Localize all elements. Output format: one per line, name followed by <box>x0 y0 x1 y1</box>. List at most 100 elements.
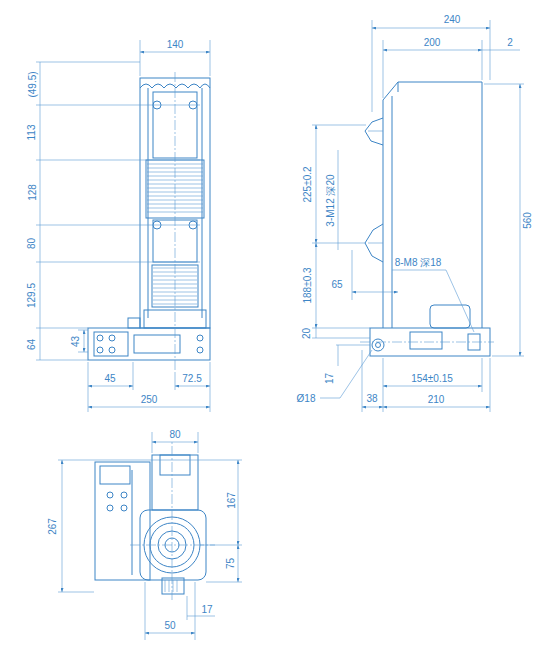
dimension-line <box>312 328 370 329</box>
dimension-line <box>338 150 339 250</box>
front-view <box>97 335 103 341</box>
dimension-line <box>88 362 89 412</box>
dimension-line <box>40 62 41 360</box>
bottom-view <box>132 470 133 575</box>
dimension-line <box>152 442 198 443</box>
side-view <box>410 332 442 349</box>
dimension-label: 240 <box>443 14 462 25</box>
dimension-line <box>210 362 211 412</box>
dimension-line <box>62 460 63 592</box>
dimension-line <box>383 358 384 412</box>
dimension-line <box>140 52 210 53</box>
dimension-line <box>352 292 398 293</box>
dimension-label: 80 <box>168 429 181 440</box>
dimension-line <box>195 616 215 617</box>
dimension-line <box>36 225 200 226</box>
dimension-line <box>492 356 524 357</box>
dimension-label: 45 <box>103 373 116 384</box>
dimension-line <box>78 330 88 331</box>
dimension-label: 188±0.3 <box>301 266 312 304</box>
dimension-label: 17 <box>200 604 213 615</box>
dimension-line <box>383 50 482 51</box>
dimension-label: 129.5 <box>27 281 38 308</box>
dimension-line <box>320 350 372 398</box>
dimension-line <box>210 40 211 76</box>
dimension-label: 50 <box>163 620 176 631</box>
dimension-line <box>78 352 88 353</box>
dimension-line <box>316 243 317 328</box>
dimension-line <box>36 105 200 106</box>
side-view <box>372 339 384 351</box>
front-view <box>197 335 203 341</box>
dimension-label: 225±0.2 <box>301 165 312 203</box>
dimension-line <box>336 345 370 346</box>
dimension-line <box>362 350 363 412</box>
bottom-view <box>173 580 174 592</box>
dimension-line <box>372 28 490 29</box>
front-view <box>94 332 128 356</box>
dimension-line <box>58 460 242 461</box>
bottom-view <box>177 580 178 592</box>
bottom-view <box>165 580 177 592</box>
side-view <box>392 96 393 328</box>
bottom-view <box>121 492 127 498</box>
dimension-line <box>145 582 146 640</box>
dimension-label: 2 <box>506 37 514 48</box>
dimension-line <box>238 460 239 545</box>
dimension-label: 8-M8 深18 <box>394 257 443 268</box>
dimension-line <box>198 432 199 453</box>
dimension-label: (49.5) <box>27 70 38 98</box>
dimension-line <box>312 20 524 412</box>
dimension-line <box>36 40 210 412</box>
dimension-label: 128 <box>27 183 38 202</box>
dimension-line <box>312 243 366 244</box>
bottom-view <box>172 430 173 600</box>
dimension-line <box>58 432 242 640</box>
front-view <box>109 335 115 341</box>
front-view <box>88 328 210 360</box>
bottom-view <box>100 466 130 484</box>
side-view <box>430 305 470 328</box>
dimension-line <box>484 84 524 85</box>
dimension-label: 267 <box>47 517 58 536</box>
bottom-view <box>169 580 170 592</box>
dimension-label: 113 <box>26 123 37 141</box>
bottom-view <box>107 492 113 498</box>
dimension-line <box>145 633 195 634</box>
dimension-line <box>206 582 242 583</box>
side-view <box>368 243 383 244</box>
dimension-line <box>383 386 482 387</box>
dimension-label: 20 <box>302 326 313 339</box>
dimension-line <box>520 84 521 356</box>
front-view <box>202 88 203 318</box>
dimension-label: 65 <box>330 279 343 290</box>
bottom-view <box>121 505 127 511</box>
bottom-view <box>152 455 198 510</box>
side-view <box>376 343 381 348</box>
dimension-line <box>36 160 200 161</box>
dimension-label: 200 <box>423 37 442 48</box>
dimension-line <box>316 125 317 243</box>
dimension-line <box>58 592 94 593</box>
dimension-line <box>36 262 200 263</box>
dimension-line <box>316 328 317 338</box>
dimension-line <box>392 270 474 332</box>
dimension-line <box>372 20 373 112</box>
side-view <box>398 82 399 92</box>
front-view <box>175 72 176 372</box>
side-view <box>383 82 482 328</box>
dimension-label: 43 <box>71 334 82 347</box>
front-view <box>97 347 103 353</box>
dimension-line <box>482 358 483 392</box>
side-view <box>365 224 383 262</box>
dimension-line <box>187 616 195 617</box>
dimension-line <box>88 386 133 387</box>
dimension-label: 167 <box>226 491 237 510</box>
dimension-line <box>482 50 520 51</box>
dimension-line <box>175 386 210 387</box>
dimension-line <box>482 40 483 80</box>
dimension-line <box>36 328 88 329</box>
